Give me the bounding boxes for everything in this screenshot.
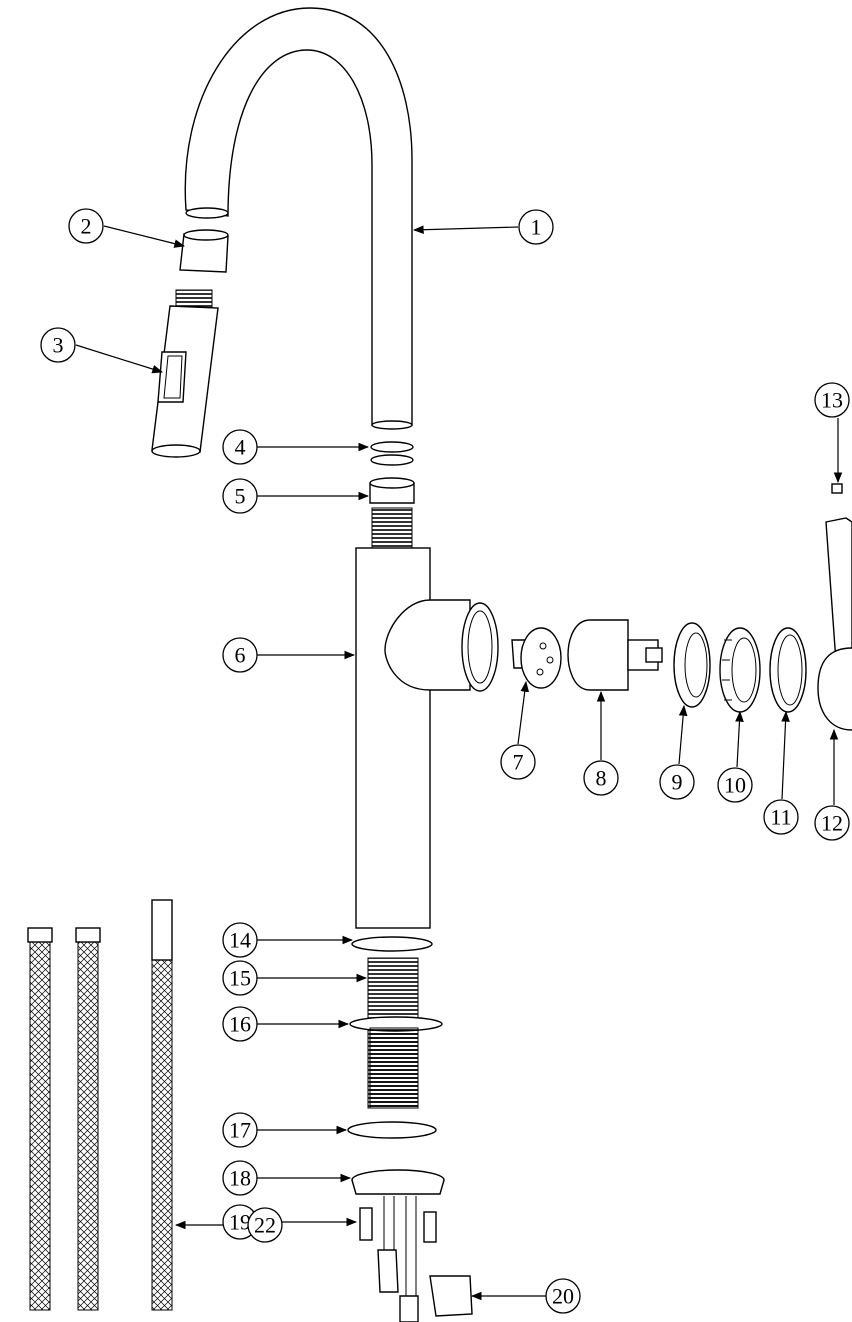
callout-3: 3 [40,327,76,363]
callout-11: 11 [763,799,799,835]
part-o-rings [370,441,414,466]
part-clamp-ring [673,622,711,708]
svg-text:14: 14 [229,928,251,953]
part-ring [769,627,807,713]
callout-5: 5 [222,478,258,514]
callout-15: 15 [222,960,258,996]
part-hoses [27,899,173,1311]
part-mounting-nut [351,1169,445,1195]
svg-text:12: 12 [821,811,843,836]
svg-text:5: 5 [235,484,246,509]
callout-20: 20 [545,1278,581,1314]
svg-text:4: 4 [235,435,246,460]
part-washer-mid [347,1121,437,1139]
svg-text:8: 8 [596,766,607,791]
svg-text:3: 3 [53,333,64,358]
callout-17: 17 [222,1112,258,1148]
svg-text:7: 7 [513,750,524,775]
part-cartridge [567,619,663,691]
part-spout [184,7,413,430]
callout-16: 16 [222,1006,258,1042]
part-spray-head [151,289,219,458]
svg-text:10: 10 [724,773,746,798]
callout-10: 10 [717,767,753,803]
callout-8: 8 [583,760,619,796]
callout-9: 9 [659,764,695,800]
callout-12: 12 [814,805,850,841]
callout-2: 2 [68,208,104,244]
svg-text:16: 16 [229,1012,251,1037]
part-body [355,547,499,929]
callout-6: 6 [222,637,258,673]
part-screws [359,1207,437,1243]
part-washer-top [351,936,433,952]
svg-text:6: 6 [235,643,246,668]
part-set-screw [831,483,843,494]
svg-text:9: 9 [672,770,683,795]
callout-22: 22 [247,1207,283,1243]
callout-13: 13 [814,382,850,418]
svg-text:22: 22 [254,1213,276,1238]
callout-4: 4 [222,429,258,465]
svg-text:17: 17 [229,1118,251,1143]
part-supply-tubes [377,1196,419,1322]
part-connector [179,229,229,273]
part-gasket [349,1016,443,1109]
callout-1: 1 [518,209,554,245]
callout-7: 7 [500,744,536,780]
part-clip [429,1275,473,1317]
svg-text:13: 13 [821,388,843,413]
svg-text:20: 20 [552,1284,574,1309]
callout-18: 18 [222,1160,258,1196]
part-nut [369,477,415,504]
svg-text:11: 11 [770,805,791,830]
svg-text:1: 1 [531,215,542,240]
part-handle [817,517,852,731]
part-bonnet [719,627,761,713]
part-valve-plate [511,627,562,689]
callout-14: 14 [222,922,258,958]
svg-text:15: 15 [229,966,251,991]
svg-text:2: 2 [81,214,92,239]
svg-text:18: 18 [229,1166,251,1191]
svg-text:19: 19 [229,1210,251,1235]
part-body-stem [371,507,413,549]
